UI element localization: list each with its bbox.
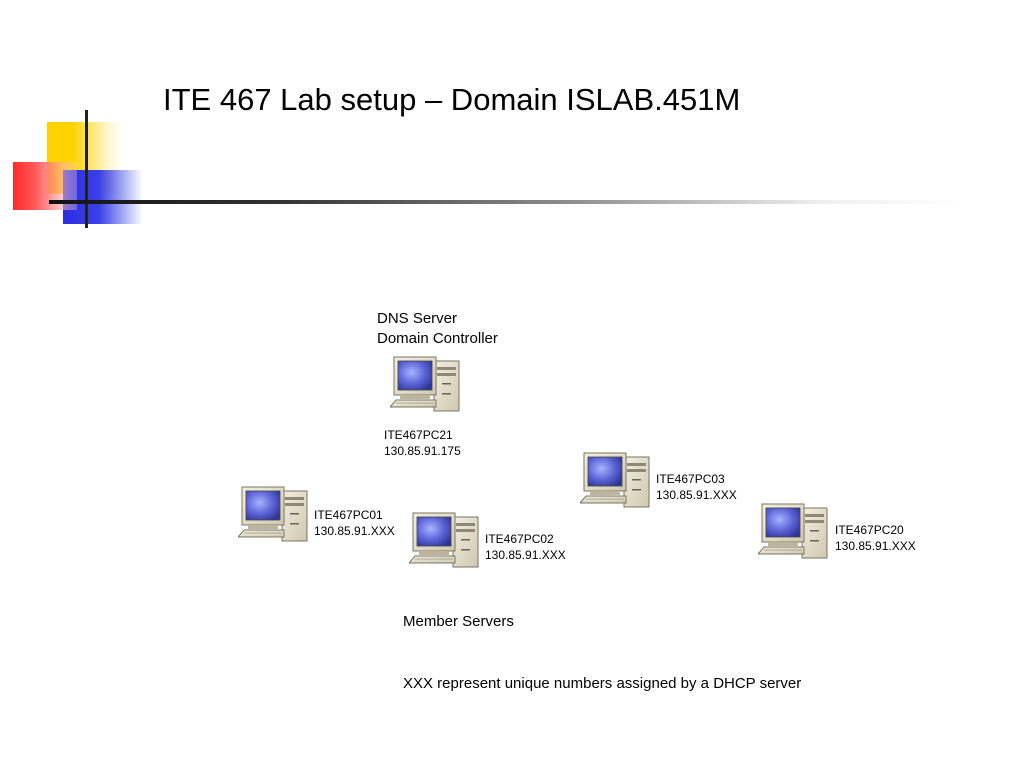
member-servers-label: Member Servers	[403, 613, 514, 630]
member-pc-label: ITE467PC03 130.85.91.XXX	[656, 471, 737, 503]
member-pc-name: ITE467PC02	[485, 532, 554, 546]
server-pc-name: ITE467PC21	[384, 428, 453, 442]
server-role-line-1: DNS Server	[377, 310, 458, 327]
desktop-computer-icon	[580, 452, 650, 508]
member-pc-label: ITE467PC20 130.85.91.XXX	[835, 522, 916, 554]
slide-title: ITE 467 Lab setup – Domain ISLAB.451M	[163, 82, 741, 117]
member-pc-name: ITE467PC20	[835, 523, 904, 537]
member-pc-ip: 130.85.91.XXX	[656, 488, 737, 502]
desktop-computer-icon	[390, 356, 460, 412]
member-pc-label: ITE467PC01 130.85.91.XXX	[314, 507, 395, 539]
desktop-computer-icon	[238, 486, 308, 542]
member-pc-ip: 130.85.91.XXX	[835, 539, 916, 553]
title-underline	[49, 200, 964, 204]
member-pc-ip: 130.85.91.XXX	[485, 548, 566, 562]
title-decoration-vertical-line	[85, 110, 88, 228]
desktop-computer-icon	[409, 512, 479, 568]
dhcp-note: XXX represent unique numbers assigned by…	[403, 675, 802, 692]
member-pc-ip: 130.85.91.XXX	[314, 524, 395, 538]
server-role-line-2: Domain Controller	[377, 330, 498, 347]
member-pc-name: ITE467PC03	[656, 472, 725, 486]
member-pc-name: ITE467PC01	[314, 508, 383, 522]
desktop-computer-icon	[758, 503, 828, 559]
member-pc-label: ITE467PC02 130.85.91.XXX	[485, 531, 566, 563]
server-pc-label: ITE467PC21 130.85.91.175	[384, 427, 461, 459]
server-role-label: DNS Server Domain Controller	[377, 309, 498, 349]
server-pc-ip: 130.85.91.175	[384, 444, 461, 458]
